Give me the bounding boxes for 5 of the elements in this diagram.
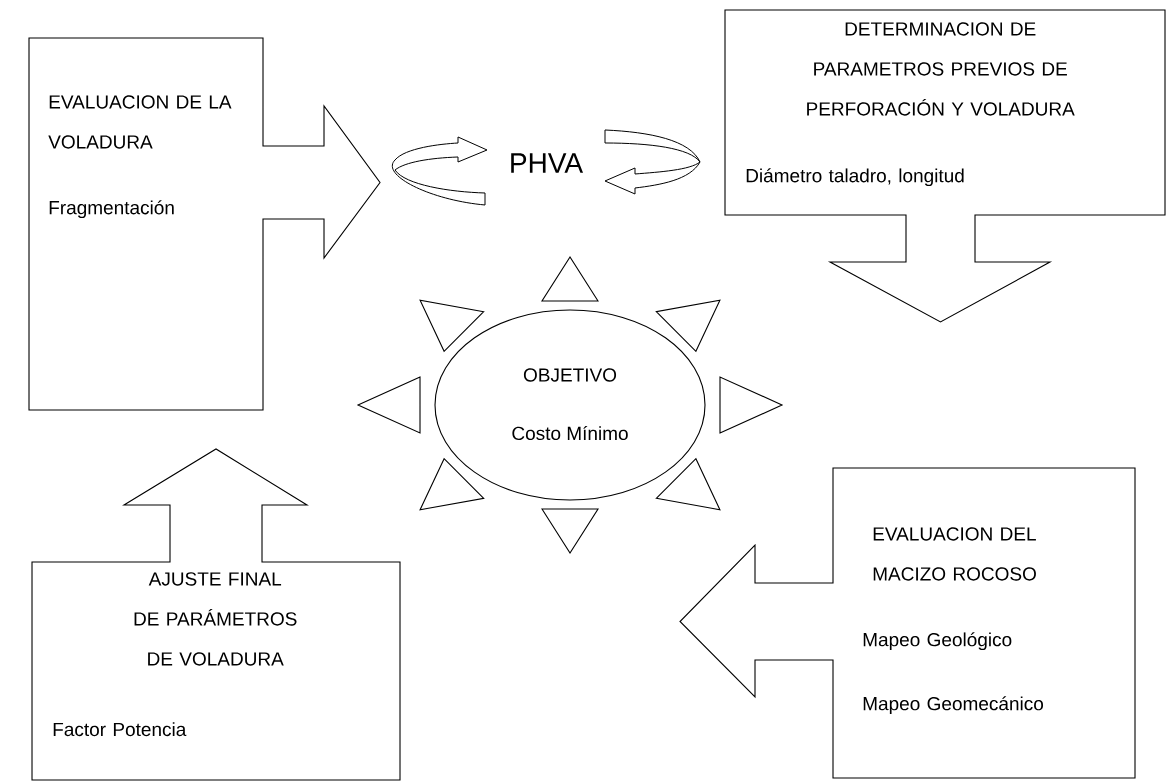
callout-box: AJUSTE FINAL DE PARÁMETROS DE VOLADURA Factor Potencia bbox=[31, 448, 401, 781]
callout-box: DETERMINACION DE PARAMETROS PREVIOS DE PERFORACIÓN Y VOLADURA Diámetro taladro, longitud bbox=[724, 9, 1166, 323]
callout-box: EVALUACION DE LA VOLADURA Fragmentación bbox=[28, 37, 381, 411]
cycle-label: PHVA bbox=[511, 153, 584, 173]
callout-box: EVALUACION DEL MACIZO ROCOSO Mapeo Geológico Mapeo Geomecánico bbox=[679, 467, 1136, 779]
